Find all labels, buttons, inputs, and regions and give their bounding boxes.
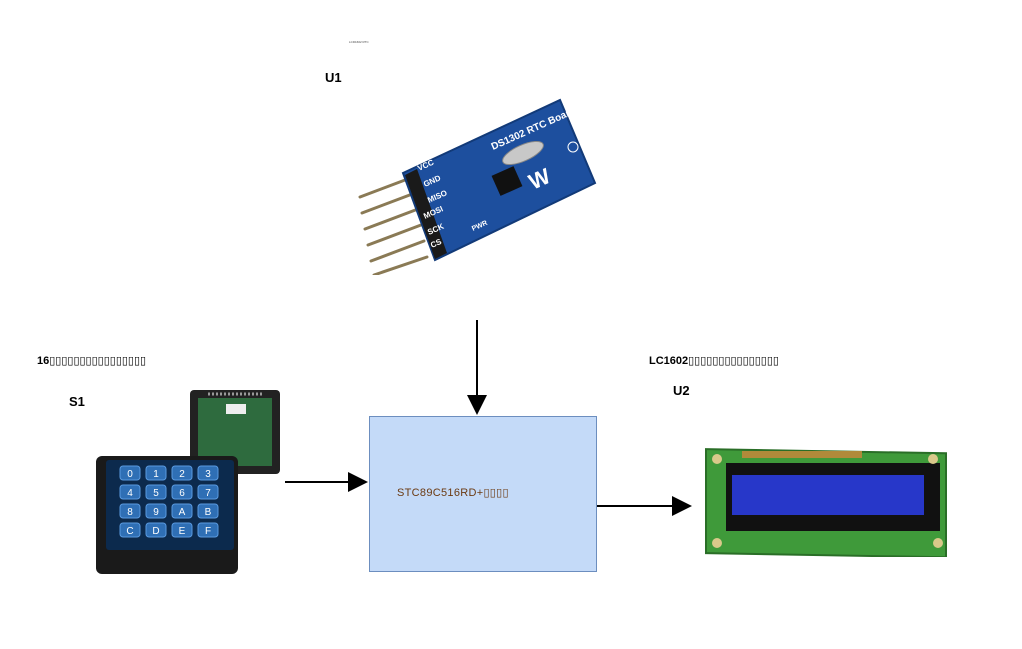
keypad-key bbox=[171, 503, 193, 519]
keypad-key bbox=[145, 465, 167, 481]
keypad-key-label: D bbox=[152, 526, 159, 537]
keypad-key-label: A bbox=[179, 507, 186, 518]
rtc-ref-label: U1 bbox=[325, 70, 342, 85]
keypad-key bbox=[197, 465, 219, 481]
keypad-back-view bbox=[190, 390, 280, 474]
keypad-key-label: C bbox=[126, 526, 133, 537]
keypad-key bbox=[197, 484, 219, 500]
rtc-module-image: DS1302 RTC Board VCC GND MISO MOSI SCK C… bbox=[358, 98, 597, 275]
keypad-key bbox=[145, 503, 167, 519]
keypad-key bbox=[145, 484, 167, 500]
rtc-crystal bbox=[502, 140, 544, 166]
keypad-key bbox=[119, 484, 141, 500]
keypad-image: 0 1 2 3 4 5 6 7 8 9 A B C D E F bbox=[96, 390, 280, 574]
rtc-chip bbox=[491, 166, 523, 196]
keypad-key-label: 0 bbox=[127, 469, 133, 480]
mcu-label: STC89C516RD+▯▯▯▯ bbox=[397, 487, 509, 499]
lcd-module-image bbox=[705, 448, 947, 557]
lcd-mount-hole bbox=[933, 538, 943, 548]
mcu-block bbox=[369, 416, 597, 572]
keypad-key bbox=[171, 484, 193, 500]
keypad-key bbox=[119, 503, 141, 519]
lcd-mount-hole bbox=[712, 454, 722, 464]
lcd-mount-hole bbox=[712, 538, 722, 548]
keypad-key bbox=[171, 522, 193, 538]
keypad-key-label: E bbox=[179, 526, 186, 537]
keypad-key bbox=[145, 522, 167, 538]
keypad-key bbox=[171, 465, 193, 481]
rtc-pin-label: CS bbox=[429, 237, 443, 250]
keypad-key-label: 3 bbox=[205, 469, 211, 480]
keypad-key-label: F bbox=[205, 526, 211, 537]
keypad-key-label: 9 bbox=[153, 507, 159, 518]
tiny-header-text: LCD1602 RTC bbox=[349, 40, 369, 44]
lcd-header-pins bbox=[742, 451, 862, 458]
lcd-screen bbox=[732, 475, 924, 515]
lcd-ref-label: U2 bbox=[673, 383, 690, 398]
keypad-key bbox=[197, 522, 219, 538]
keypad-keys: 0 1 2 3 4 5 6 7 8 9 A B C D E F bbox=[119, 465, 219, 538]
keypad-key-label: 1 bbox=[153, 469, 159, 480]
keypad-key-label: 8 bbox=[127, 507, 133, 518]
keypad-ref-label: S1 bbox=[69, 394, 85, 409]
lcd-caption: LC1602▯▯▯▯▯▯▯▯▯▯▯▯▯▯▯ bbox=[649, 355, 779, 367]
keypad-key bbox=[119, 522, 141, 538]
lcd-mount-hole bbox=[928, 454, 938, 464]
registered-mark-icon bbox=[567, 141, 579, 153]
keypad-key-label: 4 bbox=[127, 488, 133, 499]
keypad-key-label: 5 bbox=[153, 488, 159, 499]
keypad-key bbox=[119, 465, 141, 481]
keypad-key-label: 6 bbox=[179, 488, 185, 499]
keypad-key-label: B bbox=[205, 507, 212, 518]
keypad-key-label: 2 bbox=[179, 469, 185, 480]
keypad-caption: 16▯▯▯▯▯▯▯▯▯▯▯▯▯▯▯▯ bbox=[37, 355, 147, 367]
keypad-key-label: 7 bbox=[205, 488, 211, 499]
keypad-key bbox=[197, 503, 219, 519]
rtc-header-pins bbox=[358, 175, 429, 275]
